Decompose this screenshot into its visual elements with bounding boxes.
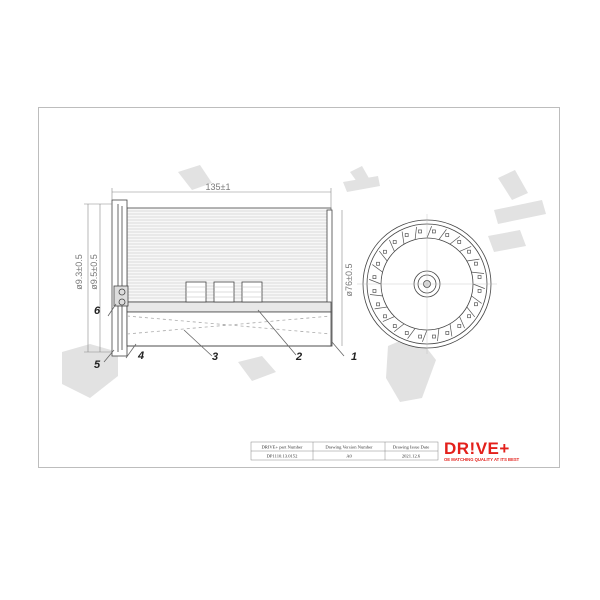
front-view [357, 214, 497, 354]
side-view [84, 188, 345, 363]
part-label-3: 3 [212, 351, 218, 363]
gear-tooth [466, 306, 476, 318]
issue-date-value: 2021.12.6 [402, 454, 421, 459]
gear-notch [376, 302, 380, 307]
brand-tagline: OE MATCHING QUALITY AT ITS BEST [444, 457, 520, 462]
gear-tooth [426, 226, 432, 239]
gear-notch [445, 331, 450, 335]
part-label-5: 5 [94, 359, 101, 371]
part-label-1: 1 [351, 351, 357, 363]
gear-tooth [401, 231, 405, 245]
gear-tooth [422, 329, 428, 342]
gear-tooth [369, 294, 383, 297]
gear-tooth [471, 271, 485, 274]
gear-notch [372, 275, 377, 279]
gear-tooth [437, 328, 440, 342]
gear-tooth [407, 328, 416, 339]
inner-diameter-b-dimension: ø9.5±0.5 [89, 254, 99, 289]
watermark [62, 165, 546, 402]
gear-notch [457, 240, 462, 244]
gear-tooth [389, 239, 395, 252]
gear-notch [392, 324, 397, 328]
part-label-4: 4 [137, 350, 144, 362]
gear-notch [467, 314, 471, 319]
version-value: A0 [346, 454, 352, 459]
end-cap-left [111, 199, 128, 357]
part-label-2: 2 [295, 351, 302, 363]
gear-notch [392, 240, 397, 244]
gear-tooth [382, 316, 395, 322]
gear-notch [467, 249, 471, 254]
inner-diameter-a-dimension: ø9.3±0.5 [74, 254, 84, 289]
gear-notch [418, 334, 422, 339]
gear-notch [376, 261, 380, 266]
gear-notch [418, 229, 422, 234]
gear-notch [404, 331, 409, 335]
gear-notch [474, 302, 478, 307]
issue-date-header: Drawing Issue Date [393, 445, 429, 450]
part-label-6: 6 [94, 305, 101, 317]
gear-tooth [471, 295, 482, 304]
gear-tooth [472, 283, 485, 289]
gear-notch [474, 261, 478, 266]
outer-diameter-dimension: ø76±0.5 [344, 264, 354, 297]
gear-tooth [414, 226, 417, 240]
version-header: Drawing Version Number [325, 445, 373, 450]
gear-notch [372, 289, 377, 293]
title-block [250, 441, 439, 461]
gear-notch [457, 324, 462, 328]
gear-tooth [466, 258, 480, 262]
part-number-value: DP1110.13.0152 [267, 454, 298, 459]
gear-tooth [372, 264, 383, 273]
brand-logo: DR!VE+ [444, 439, 510, 458]
part-number-header: DRIVE+ part Number [261, 445, 303, 450]
gear-notch [404, 233, 409, 237]
gear-tooth [369, 279, 382, 285]
gear-tooth [378, 250, 388, 262]
gear-notch [477, 289, 482, 293]
gear-notch [383, 314, 387, 319]
gear-tooth [438, 229, 447, 240]
gear-tooth [459, 316, 465, 329]
gear-notch [432, 334, 436, 339]
gear-notch [445, 233, 450, 237]
gear-notch [432, 229, 436, 234]
drawing-frame [38, 107, 560, 468]
center-tube [126, 301, 332, 313]
gear-tooth [449, 235, 461, 245]
gear-tooth [449, 323, 453, 337]
gear-notch [383, 249, 387, 254]
gear-notch [477, 275, 482, 279]
gear-tooth [393, 323, 405, 333]
gear-tooth [374, 306, 388, 310]
length-dimension: 135±1 [206, 182, 231, 192]
gear-tooth [459, 246, 472, 252]
